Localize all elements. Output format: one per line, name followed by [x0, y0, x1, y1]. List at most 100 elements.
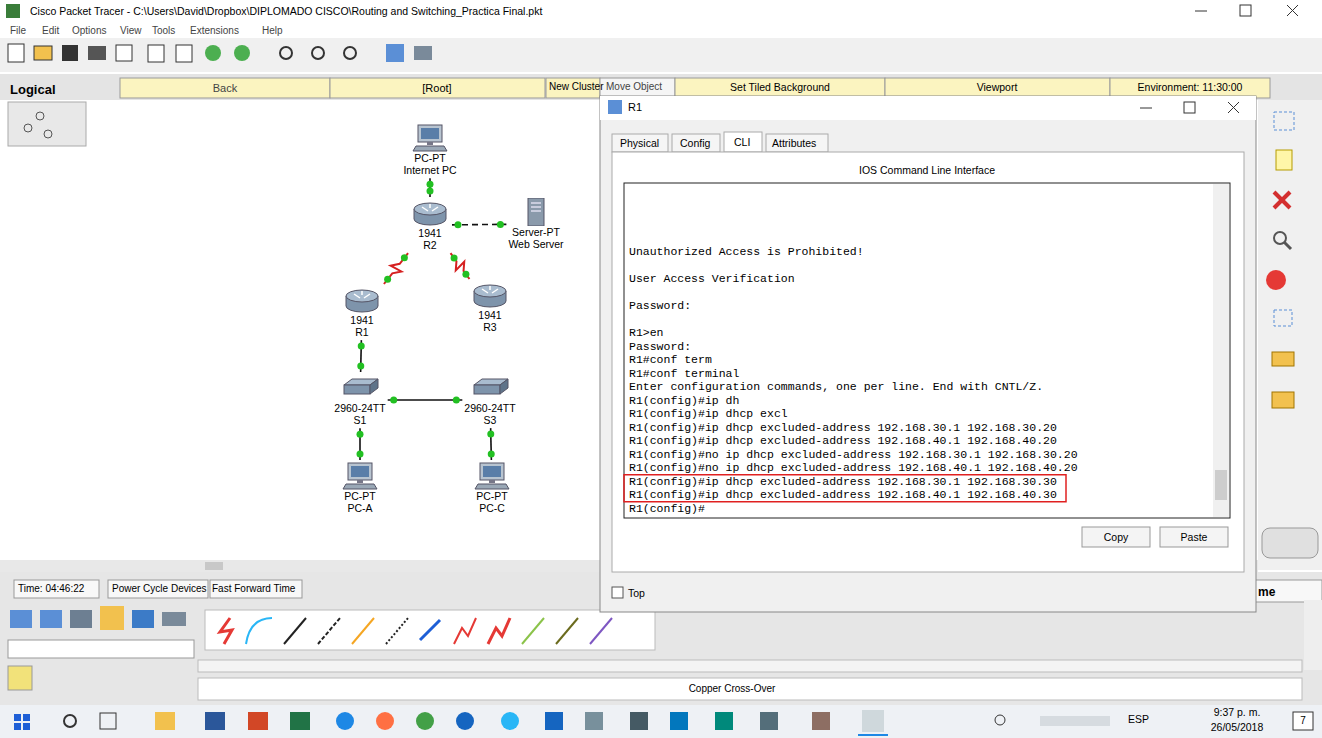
ui-label: Cisco Packet Tracer - C:\Users\David\Dro…: [30, 6, 542, 17]
device-node: 1941R3: [468, 279, 512, 335]
ui-label: Extensions: [190, 26, 239, 36]
toolbar-shape: [234, 45, 250, 61]
router-icon-part: [422, 204, 438, 211]
workspace-shape: [44, 130, 52, 138]
device-bar-shape: [10, 610, 32, 628]
toolbar-shape: [0, 38, 1322, 72]
taskbar-shape: [812, 712, 830, 730]
device-node: Server-PTWeb Server: [506, 196, 565, 252]
cli-window-shape: [1160, 527, 1228, 547]
device-bar-shape: [132, 610, 154, 628]
ui-label: Paste: [1181, 532, 1208, 543]
navigation-bar-shape: [600, 78, 675, 98]
cli-line: R1(config)#ip dhcp excl: [629, 408, 788, 420]
device-bar-shape: [590, 618, 612, 644]
cli-window-shape: [608, 100, 622, 114]
cli-line: R1(config)#ip dhcp excluded-address 192.…: [629, 489, 1057, 501]
cli-window-shape: [600, 96, 1256, 120]
taskbar-shape: [995, 715, 1005, 725]
ui-label: [Root]: [422, 83, 451, 94]
side-palette-shape: [1274, 192, 1290, 208]
ui-label: Viewport: [977, 82, 1018, 93]
cli-line: Password:: [629, 300, 691, 312]
taskbar-shape: [23, 714, 30, 721]
side-palette-shape: [1274, 310, 1292, 326]
side-palette-shape: [1262, 528, 1318, 558]
device-label: 1941: [410, 227, 450, 239]
toolbar: [0, 24, 1322, 72]
network-link: [384, 253, 408, 284]
pc-icon: [410, 124, 450, 152]
device-bar-shape: [246, 618, 272, 644]
device-bar-shape: [210, 580, 302, 598]
link-light: [453, 397, 460, 404]
cli-window-shape: [624, 475, 1066, 502]
network-link: [357, 428, 364, 460]
ui-label: Tools: [152, 26, 175, 36]
navigation-bar-shape: [885, 78, 1110, 98]
pc-icon: [340, 462, 380, 490]
link-line: [384, 253, 408, 284]
device-bar-shape: [284, 618, 306, 644]
cli-window-shape: [1215, 470, 1227, 500]
ui-label: Time: 04:46:22: [18, 584, 84, 594]
navigation-bar-shape: [1110, 78, 1270, 98]
cli-window-shape: [766, 134, 828, 152]
cli-line: R1(config)#no ip dhcp excluded-address 1…: [629, 462, 1078, 474]
ui-label: File: [10, 26, 26, 36]
device-node: 1941R1: [340, 284, 384, 340]
cli-window-shape: [612, 152, 1244, 572]
device-label: 1941: [470, 309, 510, 321]
title-bar: [0, 0, 1322, 22]
taskbar-shape: [456, 712, 474, 730]
ui-label: Set Tiled Background: [730, 82, 830, 93]
switch-icon-part: [344, 385, 370, 394]
device-bar-shape: [352, 618, 374, 644]
pc-icon-part: [343, 484, 377, 489]
taskbar-shape: [14, 714, 21, 721]
toolbar-shape: [176, 45, 192, 62]
device-bar-shape: [1250, 580, 1322, 602]
cli-window-shape: [1082, 527, 1150, 547]
ui-label: Config: [680, 138, 710, 149]
toolbar-shape: [344, 47, 356, 59]
link-line: [388, 399, 463, 401]
cli-window-shape: [600, 96, 1256, 612]
switch-icon: [470, 374, 510, 402]
device-label: Server-PT: [508, 226, 563, 238]
device-bar-shape: [8, 640, 194, 658]
title-bar-shape: [1287, 5, 1298, 16]
taskbar-shape: [248, 712, 268, 730]
link-light: [401, 254, 408, 261]
router-icon: [342, 286, 382, 314]
toolbar-shape: [205, 45, 221, 61]
pc-icon-part: [421, 128, 439, 139]
toolbar-shape: [386, 44, 404, 62]
device-label: R3: [470, 321, 510, 333]
server-icon-part: [528, 198, 544, 226]
pc-icon-part: [427, 142, 433, 145]
link-light: [497, 221, 504, 228]
device-label: PC-PT: [340, 490, 380, 502]
taskbar-shape: [858, 734, 888, 736]
pc-icon-part: [418, 125, 442, 142]
title-bar-shape: [1195, 11, 1207, 12]
ui-label: Fast Forward Time: [212, 584, 295, 594]
router-icon-part: [474, 285, 506, 297]
taskbar-shape: [416, 712, 434, 730]
link-light: [357, 431, 364, 438]
link-light: [451, 254, 458, 261]
link-light: [384, 276, 391, 283]
device-bar-shape: [220, 618, 232, 644]
device-bar-shape: [8, 666, 32, 690]
taskbar-shape: [290, 712, 310, 730]
toolbar-shape: [414, 46, 432, 60]
switch-icon: [340, 374, 380, 402]
device-bar-shape: [108, 580, 208, 598]
network-link: [487, 428, 494, 460]
side-palette-shape: [1274, 192, 1290, 208]
cli-window-shape: [1184, 102, 1195, 113]
side-palette-shape: [1258, 100, 1322, 570]
toolbar-shape: [116, 45, 132, 61]
device-bar-shape: [100, 606, 124, 630]
